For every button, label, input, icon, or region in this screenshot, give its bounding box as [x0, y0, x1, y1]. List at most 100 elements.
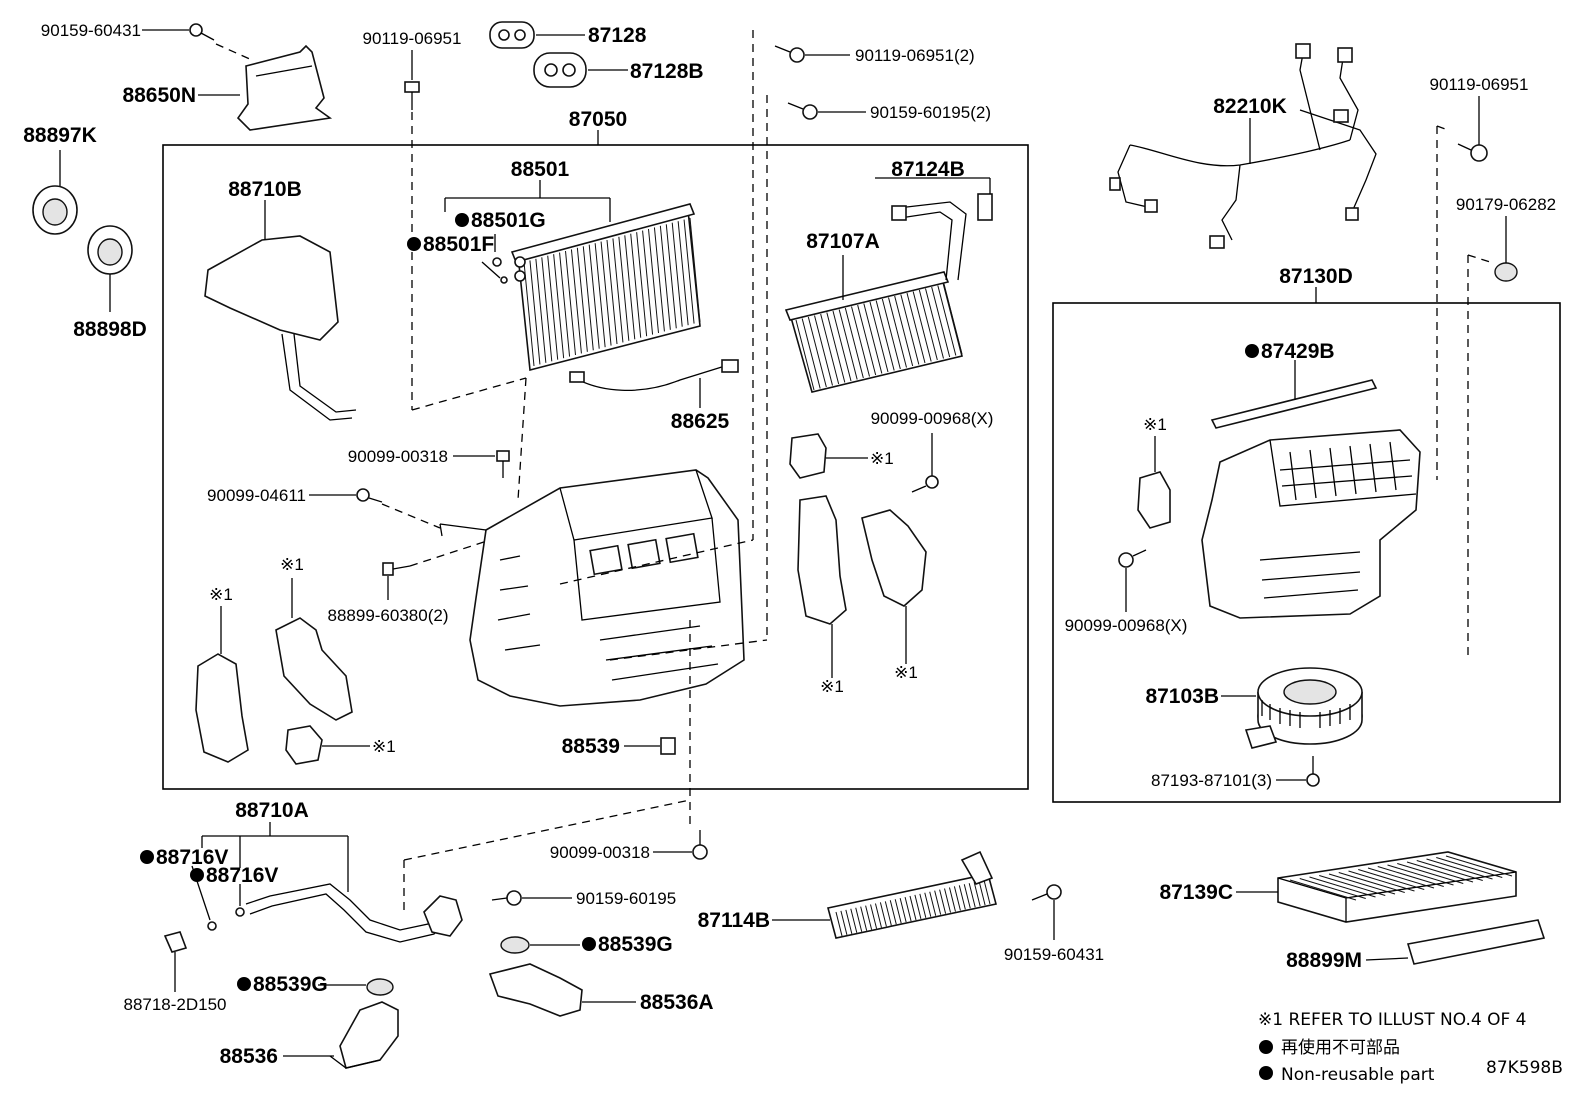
label-87103b[interactable]: 87103B — [1145, 685, 1219, 708]
label-87124b[interactable]: 87124B — [891, 158, 965, 181]
label-88898d[interactable]: 88898D — [73, 318, 147, 341]
seal-88898d-icon — [87, 225, 133, 275]
ref-mark-d: ※1 — [372, 737, 396, 756]
ref-mark-g: ※1 — [1143, 415, 1167, 434]
legend-non-reusable-en: Non-reusable part — [1281, 1065, 1435, 1085]
label-88536a[interactable]: 88536A — [640, 991, 714, 1014]
evaporator-88501-icon — [510, 203, 701, 372]
seal-88539g-a-icon — [366, 978, 394, 996]
drain-hose-88710a-icon — [245, 883, 463, 943]
diagram-code: 87K598B — [1486, 1058, 1563, 1078]
label-87139c[interactable]: 87139C — [1159, 881, 1233, 904]
label-90119-06951-2[interactable]: 90119-06951(2) — [855, 46, 975, 65]
duct-88710b-icon — [204, 235, 357, 421]
label-90119-06951-b[interactable]: 90119-06951 — [1430, 75, 1529, 94]
non-reusable-dot-icon — [1259, 1066, 1273, 1080]
bolt-90099-00318-a-icon — [496, 450, 510, 478]
label-88501f[interactable]: 88501F — [423, 233, 494, 256]
label-88501[interactable]: 88501 — [511, 158, 570, 181]
bolt-90099-00968x-b-icon — [1118, 549, 1147, 568]
label-88899m[interactable]: 88899M — [1286, 949, 1362, 972]
heater-core-87107a-icon — [784, 193, 993, 393]
label-88710b[interactable]: 88710B — [228, 178, 302, 201]
label-82210k[interactable]: 82210K — [1213, 95, 1287, 118]
wire-harness-82210k-icon — [1109, 43, 1377, 249]
label-88501g[interactable]: 88501G — [471, 209, 546, 232]
label-90099-00968x-b[interactable]: 90099-00968(X) — [1065, 616, 1188, 635]
assembly-87130d-label[interactable]: 87130D — [1279, 265, 1353, 288]
non-reusable-dot-icon — [237, 977, 251, 991]
label-87114b[interactable]: 87114B — [698, 909, 770, 932]
label-88650n[interactable]: 88650N — [122, 84, 196, 107]
label-88710a[interactable]: 88710A — [235, 799, 309, 822]
label-87128b[interactable]: 87128B — [630, 60, 704, 83]
cover-88899m-icon — [1406, 919, 1546, 965]
bolt-90099-00968x-a-icon — [911, 475, 939, 493]
hvac-case-icon — [439, 469, 745, 707]
label-90159-60431-top[interactable]: 90159-60431 — [41, 21, 141, 40]
label-90099-04611[interactable]: 90099-04611 — [207, 486, 306, 505]
label-87193-87101-3[interactable]: 87193-87101(3) — [1151, 771, 1272, 790]
clip-88539-icon — [660, 737, 676, 755]
bolt-88899-60380-icon — [382, 562, 411, 576]
label-88539[interactable]: 88539 — [562, 735, 620, 758]
label-87128[interactable]: 87128 — [588, 24, 647, 47]
label-88539g-b[interactable]: 88539G — [598, 933, 673, 956]
label-88539g-a[interactable]: 88539G — [253, 973, 328, 996]
label-88899-60380-2[interactable]: 88899-60380(2) — [328, 606, 449, 625]
cabin-filter-87139c-icon — [1277, 851, 1517, 923]
bracket-88650n-icon — [236, 44, 333, 131]
seal-87429b-icon — [1210, 379, 1378, 429]
ref-mark-e: ※1 — [820, 677, 844, 696]
label-88897k[interactable]: 88897K — [23, 124, 97, 147]
legend-refer-note: ※1 REFER TO ILLUST NO.4 OF 4 — [1258, 1010, 1526, 1030]
sensor-88625-icon — [569, 359, 739, 392]
actuator-ref1-a-icon — [789, 433, 827, 479]
nut-90179-06282-icon — [1494, 262, 1518, 282]
label-88625[interactable]: 88625 — [671, 410, 730, 433]
non-reusable-dot-icon — [1245, 344, 1259, 358]
label-88716v-b[interactable]: 88716V — [206, 864, 278, 887]
ref-mark-c: ※1 — [280, 555, 304, 574]
ref-mark-a: ※1 — [870, 449, 894, 468]
actuator-ref1-c-icon — [275, 617, 353, 721]
bolt-90159-60431-bottom-icon — [1031, 884, 1062, 901]
assembly-87130d-frame — [1052, 302, 1561, 803]
actuator-ref1-e-icon — [797, 495, 847, 625]
blower-case-icon — [1201, 429, 1421, 619]
label-88718-2d150[interactable]: 88718-2D150 — [123, 995, 226, 1014]
grommet-87128b-icon — [533, 52, 587, 88]
actuator-ref1-g-icon — [1137, 471, 1171, 529]
seal-88539g-b-icon — [500, 936, 530, 954]
label-90159-60195[interactable]: 90159-60195 — [576, 889, 676, 908]
bolt-90119-06951-icon — [404, 81, 420, 110]
non-reusable-dot-icon — [455, 213, 469, 227]
label-88716v-a[interactable]: 88716V — [156, 846, 228, 869]
label-87429b[interactable]: 87429B — [1261, 340, 1335, 363]
label-88536[interactable]: 88536 — [220, 1045, 278, 1068]
bolt-90119-06951-2-icon — [774, 45, 805, 63]
bolt-90159-60195-icon — [491, 890, 522, 906]
assembly-87050-frame — [162, 144, 1029, 790]
label-90099-00968x-a[interactable]: 90099-00968(X) — [871, 409, 994, 428]
label-90159-60195-2[interactable]: 90159-60195(2) — [870, 103, 991, 122]
label-90099-00318-b[interactable]: 90099-00318 — [550, 843, 650, 862]
ref-mark-f: ※1 — [894, 663, 918, 682]
bolt-90159-60431-top-icon — [189, 23, 215, 41]
label-90179-06282[interactable]: 90179-06282 — [1456, 195, 1556, 214]
actuator-ref1-d-icon — [285, 725, 323, 765]
legend-non-reusable-jp: 再使用不可部品 — [1281, 1037, 1400, 1058]
label-90099-00318-a[interactable]: 90099-00318 — [348, 447, 448, 466]
bolt-90099-00318-b-icon — [692, 830, 708, 860]
non-reusable-dot-icon — [1259, 1040, 1273, 1054]
label-90159-60431-bottom[interactable]: 90159-60431 — [1004, 945, 1104, 964]
clip-88718-2d150-icon — [163, 931, 188, 953]
legend: ※1 REFER TO ILLUST NO.4 OF 4 再使用不可部品 Non… — [1258, 1010, 1563, 1085]
assembly-87050-label[interactable]: 87050 — [569, 108, 627, 131]
label-87107a[interactable]: 87107A — [806, 230, 880, 253]
label-90119-06951-a[interactable]: 90119-06951 — [363, 29, 462, 48]
actuator-ref1-b-icon — [195, 653, 249, 763]
bolt-90119-06951-b-icon — [1457, 143, 1488, 162]
grommet-87128-icon — [489, 21, 535, 49]
